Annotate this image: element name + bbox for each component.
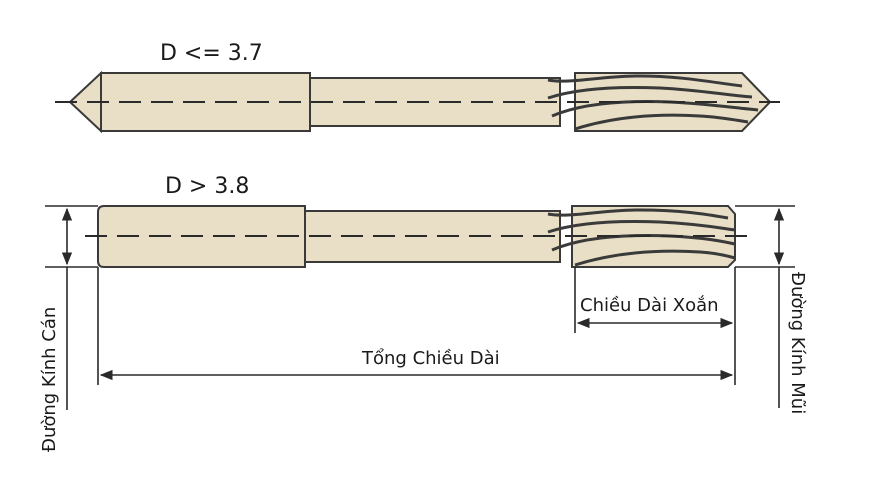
top-reamer-label: D <= 3.7	[160, 41, 263, 66]
dimension-lines	[45, 205, 795, 410]
top-reamer	[55, 70, 780, 134]
bottom-reamer-label: D > 3.8	[165, 174, 249, 199]
shank-diameter-label: Đường Kính Cán	[39, 307, 60, 452]
bottom-reamer-flute-lines	[547, 208, 736, 267]
total-length-label: Tổng Chiều Dài	[361, 348, 500, 369]
tip-diameter-label: Đường Kính Mũi	[787, 272, 808, 414]
bottom-reamer	[85, 205, 750, 268]
flute-length-label: Chiều Dài Xoắn	[580, 295, 719, 316]
